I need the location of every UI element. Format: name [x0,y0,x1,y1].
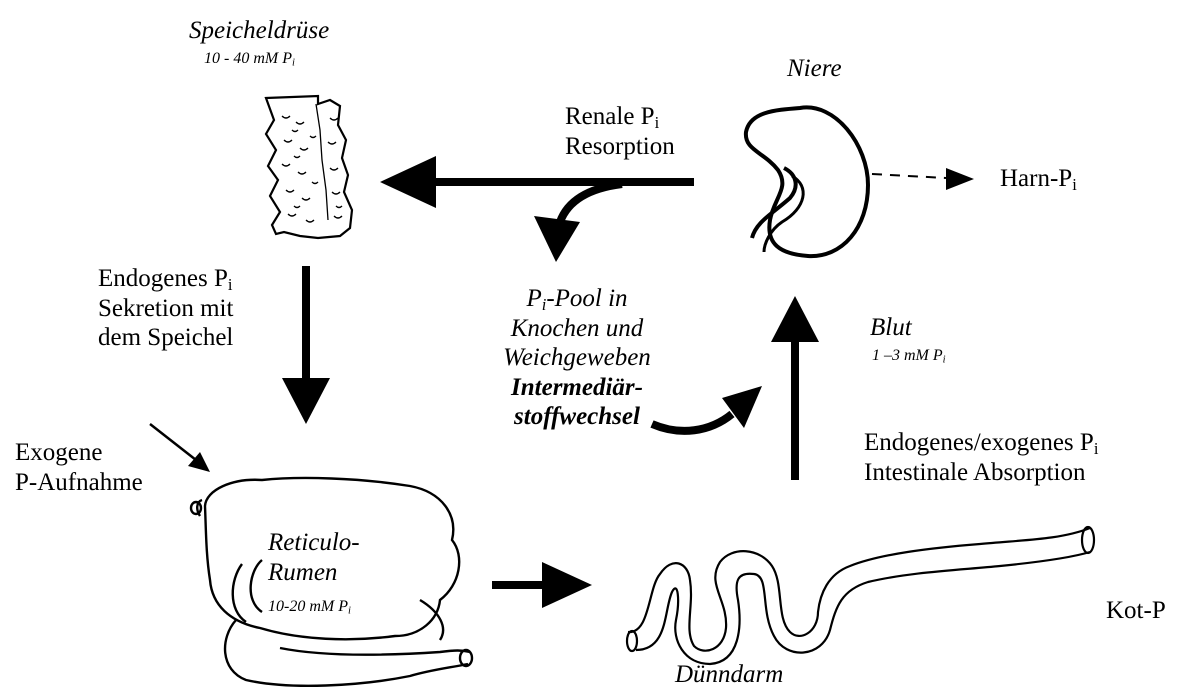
arrow-rumen-to-intestine [492,562,592,608]
kidney-name: Niere [787,54,842,84]
kidney-icon [746,107,868,256]
arrow-intestine-to-blood [771,296,819,480]
intestine-icon [627,527,1094,664]
reticulo-rumen-concentration: 10-20 mM Pi [268,598,351,617]
salivary-gland-concentration: 10 - 40 mM Pi [204,50,295,69]
blood-name: Blut [870,313,912,343]
salivary-gland-name: Speicheldrüse [189,16,329,46]
reticulo-rumen-name: Reticulo- Rumen [268,528,360,587]
intestinal-absorption-label: Endogenes/exogenes Pi Intestinale Absorp… [864,428,1098,487]
kot-label: Kot-P [1106,596,1166,626]
small-intestine-name: Dünndarm [675,660,783,690]
arrow-exogene-intake [150,424,210,472]
harn-label: Harn-Pi [1000,164,1077,194]
salivary-gland-icon [266,96,352,238]
blood-concentration: 1 –3 mM Pi [872,347,946,366]
arrow-renal-to-gland [380,156,694,208]
endogenous-secretion-label: Endogenes Pi Sekretion mit dem Speichel [98,264,233,353]
renal-resorption-label: Renale Pi Resorption [565,102,675,161]
phosphate-pool-label: Pi-Pool in Knochen und Weichgeweben Inte… [460,284,694,432]
exogenous-intake-label: Exogene P-Aufnahme [15,438,143,497]
arrow-renal-to-pool [534,184,622,262]
arrow-kidney-to-harn [872,168,974,190]
arrow-gland-to-rumen [282,266,330,424]
